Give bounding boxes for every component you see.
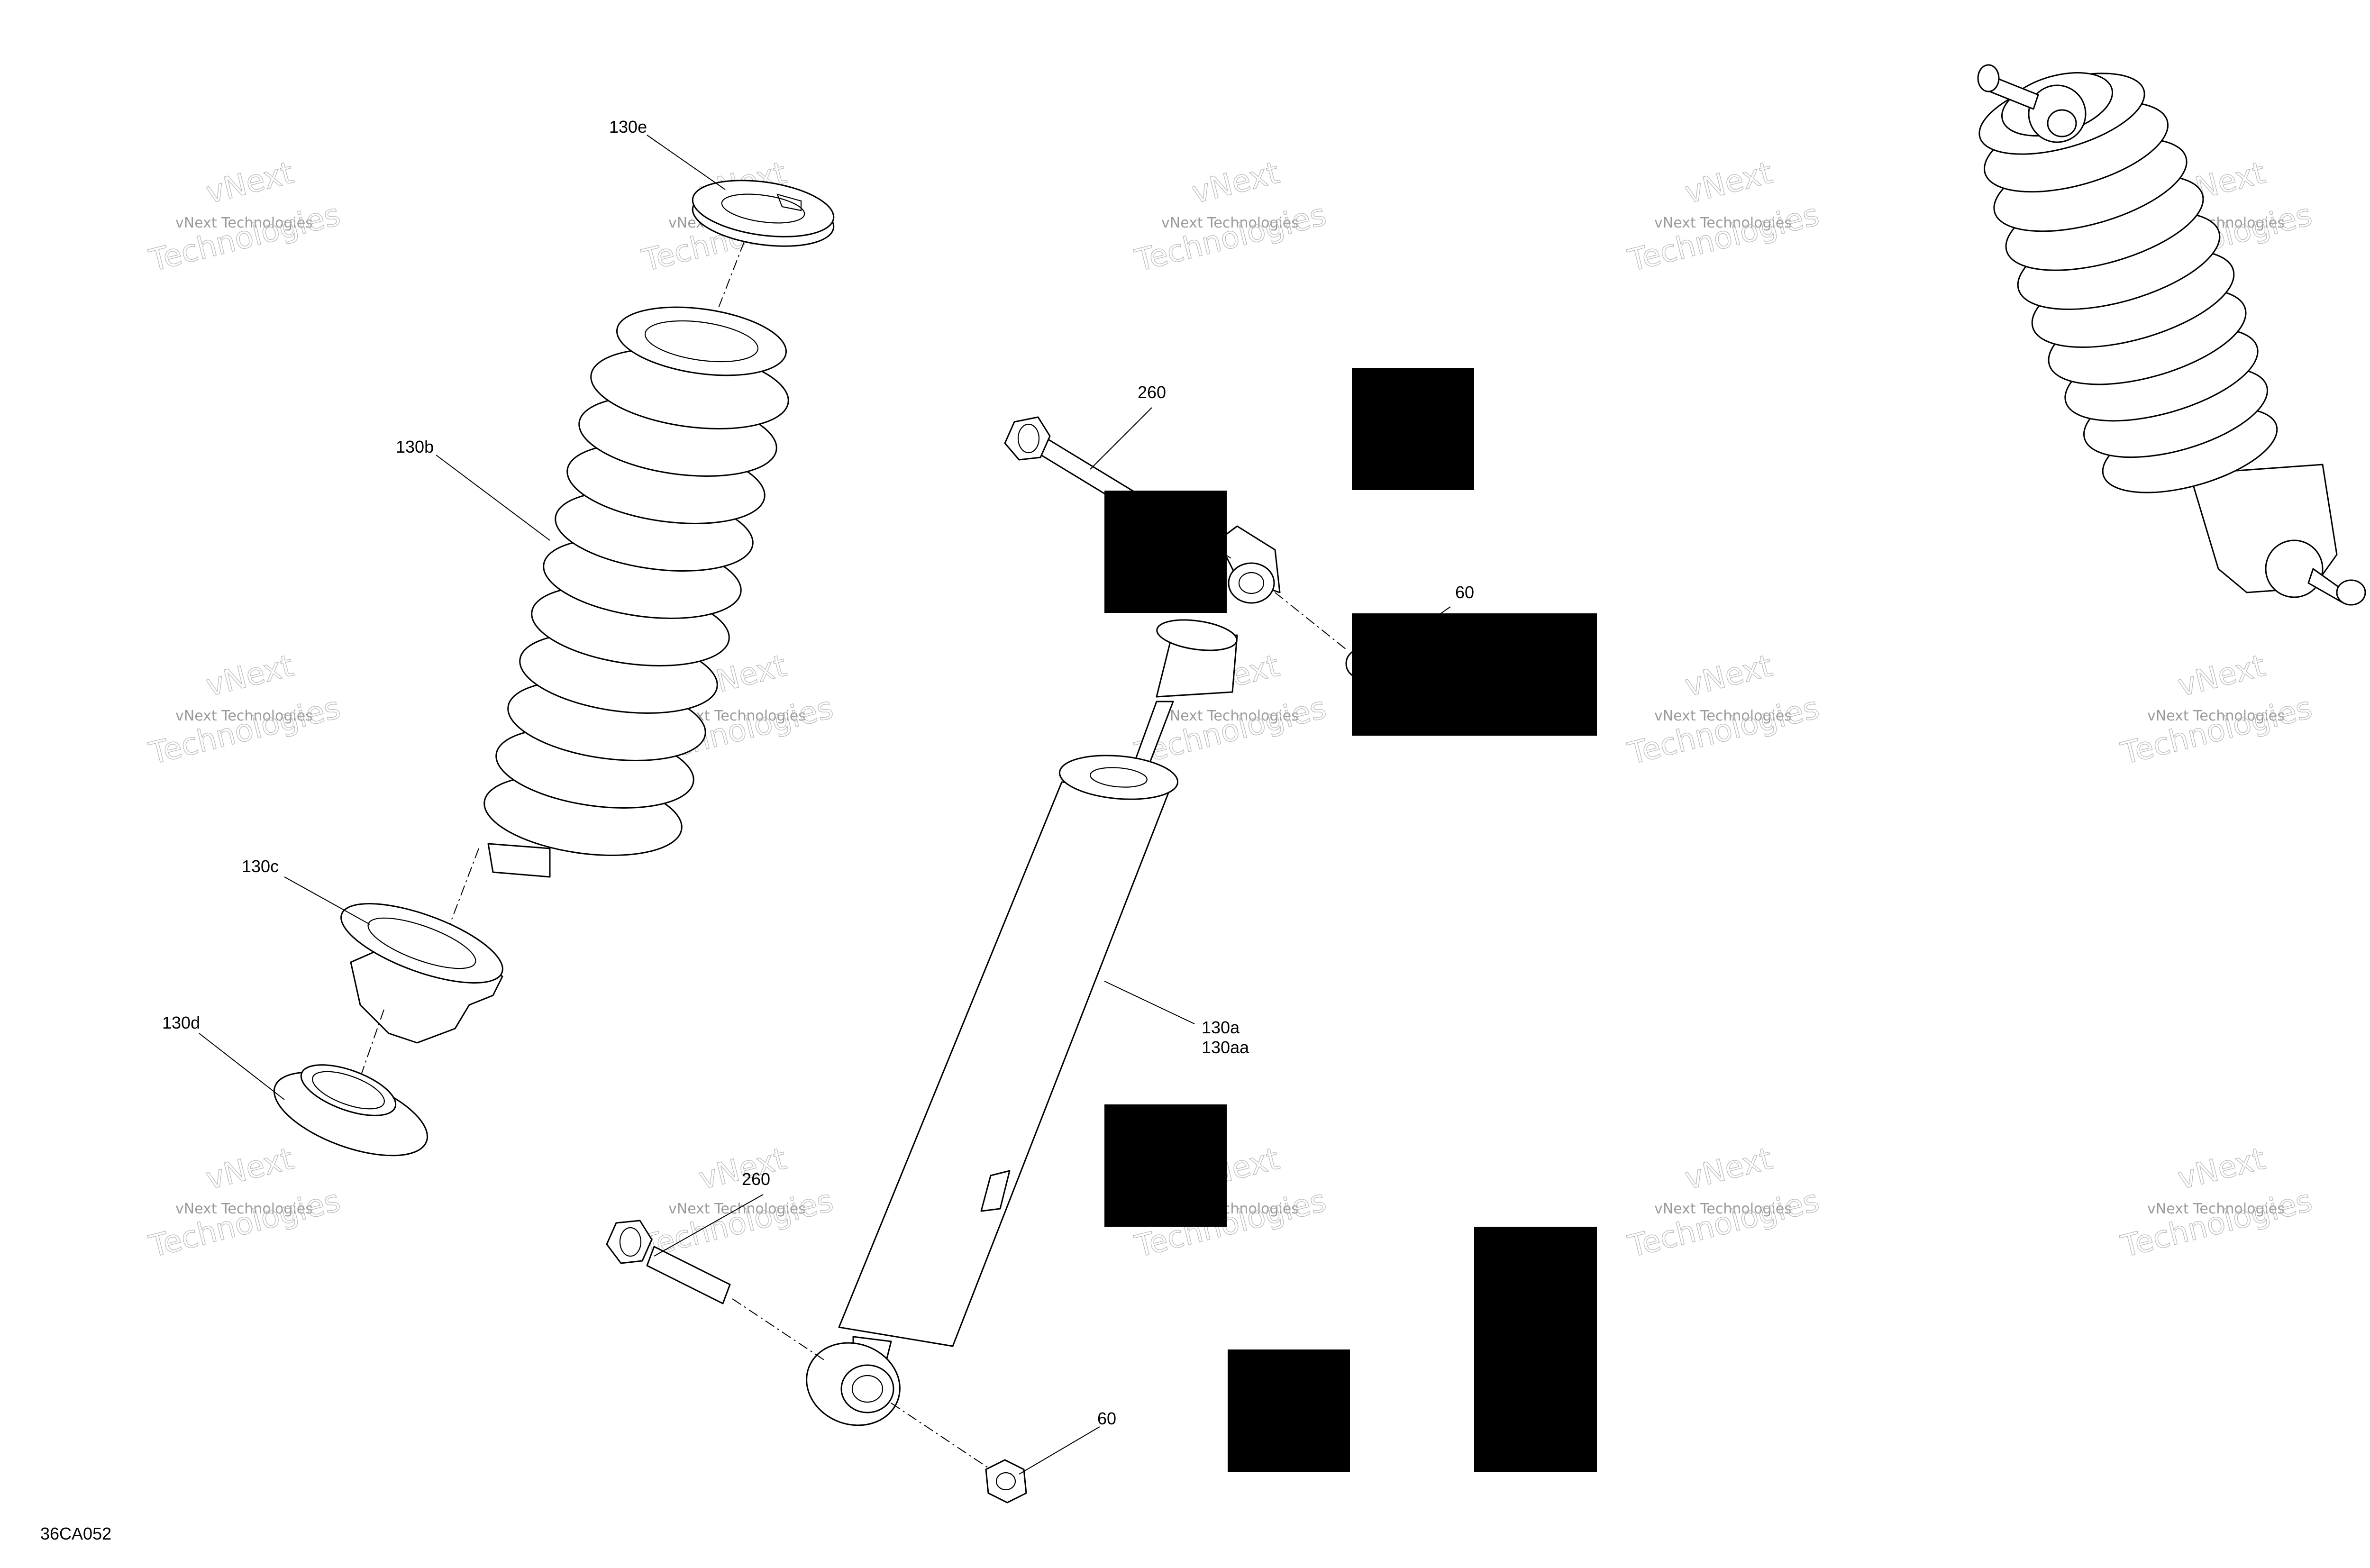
svg-text:Technologies: Technologies: [146, 690, 344, 772]
watermark: vNext vNext Technologies Technologies: [2117, 1141, 2316, 1265]
redaction-blocks: [1104, 368, 1597, 1472]
svg-text:vNext Technologies: vNext Technologies: [2147, 1201, 2285, 1217]
shock-absorber-130a: [806, 525, 1281, 1426]
svg-text:Technologies: Technologies: [1624, 1183, 1823, 1265]
watermark: vNext vNext Technologies Technologies: [2117, 648, 2316, 772]
assembled-shock-view: [1977, 64, 2366, 606]
svg-text:Technologies: Technologies: [2117, 690, 2315, 772]
watermark: vNext vNext Technologies Technologies: [1131, 155, 1330, 279]
callout-130d: 130d: [162, 1013, 200, 1032]
svg-text:vNext Technologies: vNext Technologies: [175, 1201, 313, 1217]
svg-text:vNext Technologies: vNext Technologies: [1654, 708, 1792, 724]
watermark: vNext vNext Technologies Technologies: [1624, 1141, 1823, 1265]
svg-text:Technologies: Technologies: [1624, 690, 1823, 772]
axis-line-nut-60-top: [1275, 592, 1347, 650]
callout-labels: 130e 130b 130c 130d 260 60 130a 130aa 26…: [40, 117, 1474, 1543]
svg-text:Technologies: Technologies: [1624, 197, 1823, 279]
lower-spring-seat-130d: [273, 1064, 428, 1157]
svg-text:Technologies: Technologies: [2117, 1183, 2315, 1265]
redaction-block: [1104, 491, 1227, 613]
svg-text:Technologies: Technologies: [146, 197, 344, 279]
watermark: vNext vNext Technologies Technologies: [146, 155, 344, 279]
svg-text:vNext: vNext: [1681, 648, 1776, 704]
coil-spring-130b: [483, 306, 789, 878]
watermark: vNext vNext Technologies Technologies: [1624, 648, 1823, 772]
callout-130b: 130b: [396, 437, 434, 456]
callout-60-bottom: 60: [1097, 1409, 1116, 1428]
drawing-code: 36CA052: [40, 1524, 111, 1543]
callout-130aa: 130aa: [1202, 1038, 1249, 1057]
callout-260-top: 260: [1138, 383, 1166, 402]
svg-text:Technologies: Technologies: [638, 1183, 837, 1265]
redaction-block: [1104, 1104, 1227, 1227]
svg-text:vNext: vNext: [202, 1141, 297, 1197]
svg-text:vNext: vNext: [2174, 648, 2269, 704]
axis-line-bolt-260-bottom: [732, 1298, 825, 1361]
upper-spring-seat-130e: [692, 180, 835, 247]
axis-line-nut-60-bottom: [891, 1403, 991, 1470]
bolt-260-bottom: [606, 1220, 731, 1304]
svg-text:vNext Technologies: vNext Technologies: [1654, 1201, 1792, 1217]
redaction-block: [1474, 1227, 1597, 1472]
svg-text:vNext Technologies: vNext Technologies: [1161, 215, 1299, 231]
watermark: vNext vNext Technologies Technologies: [638, 1141, 837, 1265]
watermark: vNext vNext Technologies Technologies: [146, 1141, 344, 1265]
leader-lines: [199, 135, 1451, 1475]
callout-130e: 130e: [609, 117, 647, 137]
svg-text:vNext: vNext: [2174, 1141, 2269, 1197]
callout-130c: 130c: [242, 857, 279, 876]
watermark: vNext vNext Technologies Technologies: [1624, 155, 1823, 279]
svg-text:vNext Technologies: vNext Technologies: [1654, 215, 1792, 231]
redaction-block: [1228, 1349, 1350, 1472]
callout-260-bottom: 260: [742, 1169, 770, 1189]
svg-text:Technologies: Technologies: [146, 1183, 344, 1265]
svg-text:vNext Technologies: vNext Technologies: [175, 215, 313, 231]
svg-text:vNext Technologies: vNext Technologies: [175, 708, 313, 724]
svg-text:vNext: vNext: [1681, 1141, 1776, 1197]
svg-text:vNext Technologies: vNext Technologies: [2147, 708, 2285, 724]
axis-line-130e-130b: [711, 241, 745, 328]
callout-130a: 130a: [1202, 1018, 1240, 1037]
nut-60-bottom: [985, 1459, 1027, 1504]
svg-text:vNext Technologies: vNext Technologies: [1161, 708, 1299, 724]
watermark: vNext vNext Technologies Technologies: [146, 648, 344, 772]
callout-60-top: 60: [1455, 583, 1474, 602]
svg-text:vNext: vNext: [202, 648, 297, 704]
svg-text:vNext: vNext: [1188, 155, 1283, 211]
svg-text:Technologies: Technologies: [1131, 197, 1330, 279]
adjuster-ring-130c: [340, 903, 503, 1044]
svg-text:vNext: vNext: [1681, 155, 1776, 211]
redaction-block: [1352, 613, 1597, 736]
watermark-layer: vNext vNext Technologies Technologies vN…: [146, 155, 2316, 1265]
redaction-block: [1352, 368, 1474, 490]
svg-text:vNext: vNext: [202, 155, 297, 211]
